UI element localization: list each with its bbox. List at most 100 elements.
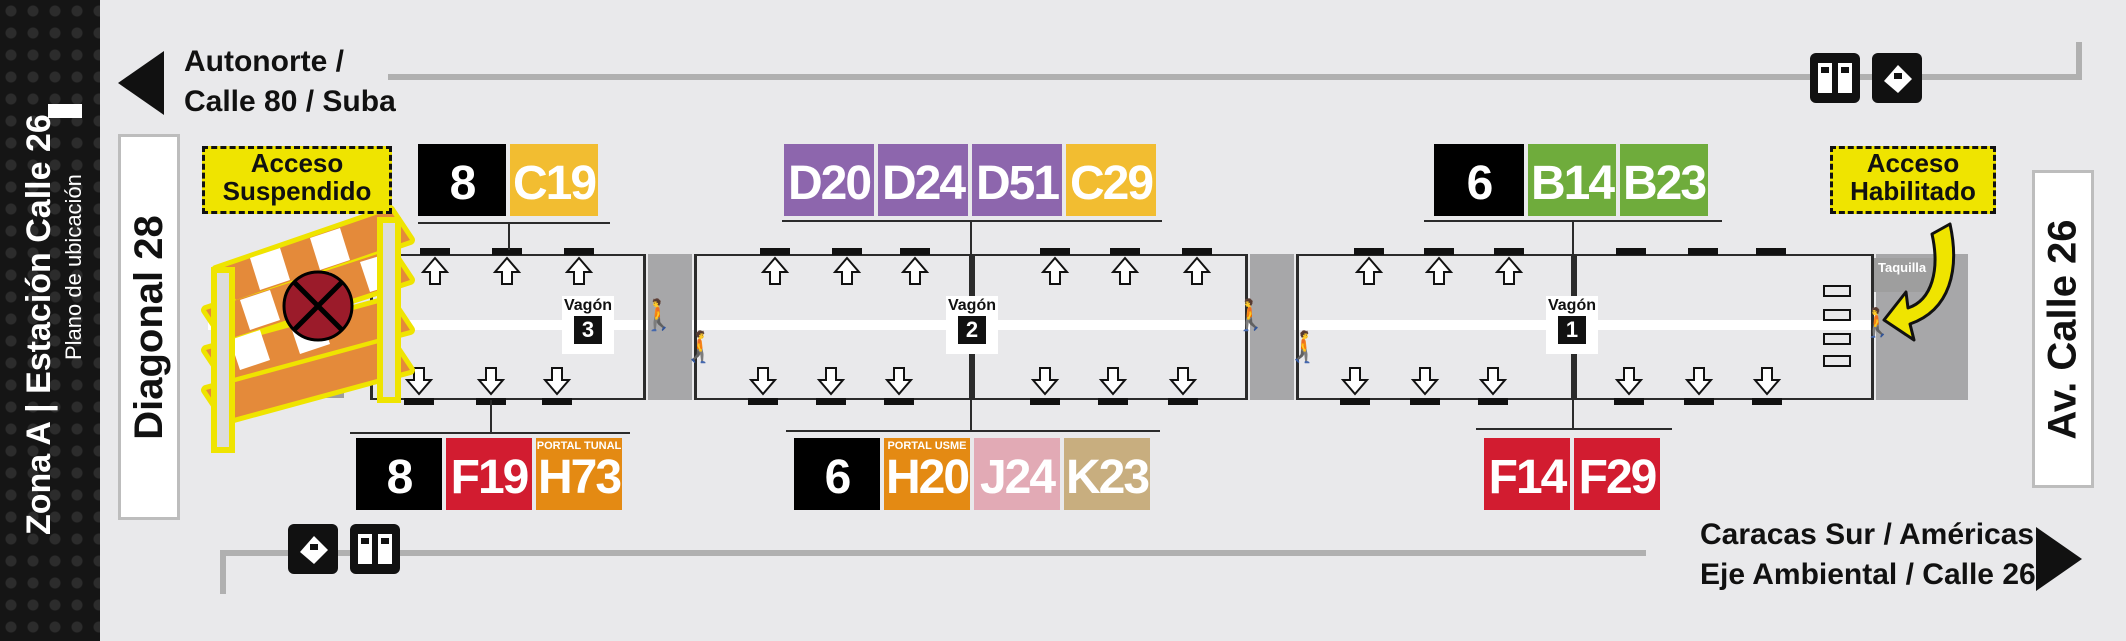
door-north	[420, 248, 450, 255]
door-north	[760, 248, 790, 255]
door-north	[1182, 248, 1212, 255]
door-south	[748, 398, 778, 405]
door-up-arrow-icon	[1182, 256, 1212, 285]
door-south	[816, 398, 846, 405]
door-south	[1614, 398, 1644, 405]
door-north	[832, 248, 862, 255]
route-8: 8	[356, 438, 442, 510]
door-south	[1340, 398, 1370, 405]
destination-north: Autonorte / Calle 80 / Suba	[184, 45, 396, 118]
route-code: 6	[824, 450, 852, 504]
door-up-arrow-icon	[760, 256, 790, 285]
door-south	[1478, 398, 1508, 405]
route-f29: F29	[1574, 438, 1660, 510]
platform-centerline	[208, 320, 1968, 330]
destination-south: Caracas Sur / Américas Eje Ambiental / C…	[1700, 518, 2036, 591]
route-c19: C19	[510, 144, 598, 216]
route-d24: D24	[878, 144, 968, 216]
route-code: D24	[881, 156, 966, 210]
route-code: H20	[885, 450, 970, 504]
route-code: B23	[1622, 156, 1707, 210]
route-code: C29	[1069, 156, 1154, 210]
taquilla-east: Taquilla	[1874, 258, 1934, 292]
ticket-machine-icon	[350, 524, 400, 574]
door-up-arrow-icon	[564, 256, 594, 285]
access-arrow-icon	[1880, 220, 1970, 350]
route-code: 8	[449, 156, 477, 210]
door-north	[1756, 248, 1786, 255]
door-up-arrow-icon	[1354, 256, 1384, 285]
ticket-machine-icon	[1810, 53, 1860, 103]
gap-3-2	[648, 254, 692, 400]
route-6: 6	[1434, 144, 1524, 216]
door-down-arrow-icon	[476, 367, 506, 396]
door-north	[1688, 248, 1718, 255]
door-up-arrow-icon	[420, 256, 450, 285]
arrow-right-icon	[2036, 527, 2082, 591]
side-band: Zona A | Estación Calle 26 Plano de ubic…	[0, 0, 100, 641]
door-up-arrow-icon	[1424, 256, 1454, 285]
door-down-arrow-icon	[1098, 367, 1128, 396]
door-up-arrow-icon	[1494, 256, 1524, 285]
route-code: H73	[537, 450, 622, 504]
route-code: F14	[1488, 450, 1568, 504]
door-south	[1030, 398, 1060, 405]
door-down-arrow-icon	[816, 367, 846, 396]
door-north	[900, 248, 930, 255]
gap-2-1	[1250, 254, 1294, 400]
route-code: F29	[1578, 450, 1658, 504]
route-c29: C29	[1066, 144, 1156, 216]
door-south	[1752, 398, 1782, 405]
door-up-arrow-icon	[492, 256, 522, 285]
door-down-arrow-icon	[1752, 367, 1782, 396]
route-f19: F19	[446, 438, 532, 510]
route-6: 6	[794, 438, 880, 510]
door-north	[1494, 248, 1524, 255]
guide-line-south	[220, 550, 1646, 556]
walk-icon: 🚶	[1232, 299, 1270, 332]
arrow-left-icon	[118, 51, 164, 115]
route-b23: B23	[1620, 144, 1708, 216]
route-code: J24	[979, 450, 1056, 504]
door-down-arrow-icon	[1340, 367, 1370, 396]
street-sign-east: Av. Calle 26	[2032, 170, 2094, 488]
door-south	[884, 398, 914, 405]
door-down-arrow-icon	[542, 367, 572, 396]
door-up-arrow-icon	[832, 256, 862, 285]
card-icon	[1872, 53, 1922, 103]
door-down-arrow-icon	[404, 367, 434, 396]
walk-icon: 🚶	[640, 299, 678, 332]
route-b14: B14	[1528, 144, 1616, 216]
door-north	[1616, 248, 1646, 255]
route-j24: J24	[974, 438, 1060, 510]
door-down-arrow-icon	[1410, 367, 1440, 396]
door-south	[1684, 398, 1714, 405]
door-south	[542, 398, 572, 405]
route-d51: D51	[972, 144, 1062, 216]
band-marker	[48, 104, 82, 118]
door-north	[1040, 248, 1070, 255]
door-north	[492, 248, 522, 255]
turnstiles	[1822, 284, 1852, 368]
door-north	[1424, 248, 1454, 255]
door-south	[1410, 398, 1440, 405]
barrier-icon	[200, 190, 420, 460]
route-d20: D20	[784, 144, 874, 216]
route-code: 8	[386, 450, 414, 504]
door-down-arrow-icon	[748, 367, 778, 396]
door-down-arrow-icon	[1168, 367, 1198, 396]
guide-line-north	[388, 74, 2082, 80]
door-up-arrow-icon	[900, 256, 930, 285]
route-8: 8	[418, 144, 506, 216]
route-note: PORTAL TUNAL	[536, 440, 622, 452]
door-south	[1168, 398, 1198, 405]
route-code: F19	[450, 450, 530, 504]
